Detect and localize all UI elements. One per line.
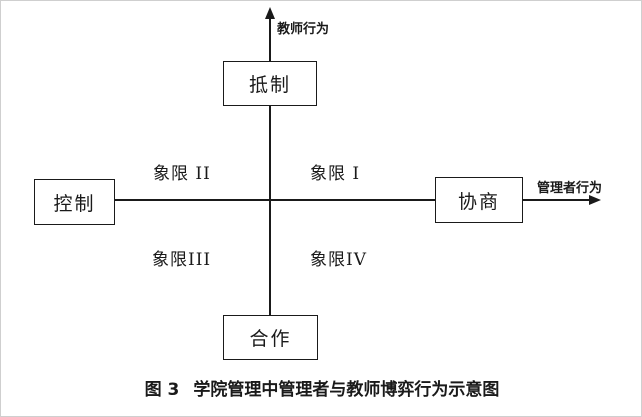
box-cooperate: 合作 (223, 315, 318, 360)
box-negotiate: 协商 (435, 177, 523, 223)
quadrant-3-label: 象限III (152, 250, 212, 270)
quadrant-2-label: 象限 II (153, 164, 211, 184)
quadrant-1-label: 象限 I (310, 164, 361, 184)
vertical-axis-line (269, 15, 271, 335)
box-control: 控制 (34, 179, 115, 225)
horizontal-axis-label: 管理者行为 (537, 181, 603, 196)
box-resist: 抵制 (223, 61, 317, 106)
caption-number: 图 3 (144, 380, 180, 400)
caption-title: 学院管理中管理者与教师博弈行为示意图 (193, 380, 500, 400)
arrow-up-icon (265, 7, 275, 19)
horizontal-axis-line (115, 199, 591, 201)
arrow-right-icon (589, 195, 601, 205)
figure-caption: 图 3 学院管理中管理者与教师博弈行为示意图 (1, 375, 642, 400)
quadrant-4-label: 象限IV (310, 250, 367, 270)
vertical-axis-label: 教师行为 (277, 22, 330, 37)
